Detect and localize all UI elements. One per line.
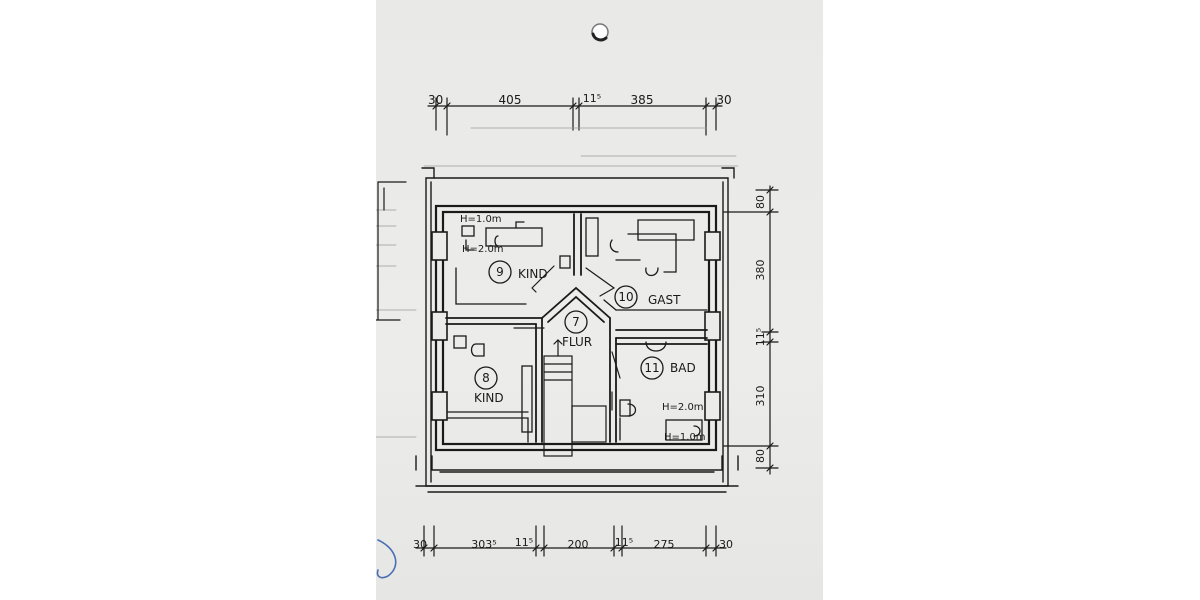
room-11-number: 11 [644,361,659,375]
room-10-number: 10 [618,290,633,304]
room-7-number: 7 [572,315,580,329]
construction-lines [376,127,739,438]
dim-bottom-0: 30 [413,538,427,551]
room-8-name: KIND [474,391,504,405]
dim-top-2: 11⁵ [583,92,601,105]
dimension-chain-bottom [415,525,727,557]
dim-bottom-5: 275 [654,538,675,551]
room-9-name: KIND [518,267,548,281]
room-7-name: FLUR [562,335,592,349]
dim-bottom-6: 30 [719,538,733,551]
room-8-number: 8 [482,371,490,385]
punch-hole [591,23,609,42]
room-11-name: BAD [670,361,696,375]
room-10-name: GAST [648,293,681,307]
dim-top-4: 30 [716,93,731,107]
dim-right-0: 80 [754,195,767,209]
room-11-furniture [619,341,703,441]
room-8-furniture [447,335,533,443]
interior-walls [445,213,708,443]
dim-bottom-1: 303⁵ [471,538,496,551]
dim-top-0: 30 [428,93,443,107]
dim-top-3: 385 [631,93,654,107]
note-bad-h1: H=2.0m [662,402,704,413]
left-margin-marks [376,181,407,321]
room-7-number-circle [564,310,588,334]
room-8-number-circle [474,366,498,390]
room-9-furniture [455,221,571,305]
dimension-chain-right [723,185,779,475]
note-bad-h2: H=1.0m [664,432,706,443]
paper-sheet: 30 405 11⁵ 385 30 80 380 11⁵ 310 80 30 3… [376,0,823,600]
blue-pen-mark [376,539,397,579]
dim-right-1: 380 [754,260,767,281]
room-9-number: 9 [496,265,504,279]
floor-plan: 30 405 11⁵ 385 30 80 380 11⁵ 310 80 30 3… [376,23,779,579]
staircase [543,339,607,457]
dim-right-2: 11⁵ [754,328,767,346]
door-swings [513,265,621,411]
wall-windows [431,231,721,421]
eave-outline [415,167,739,493]
dim-bottom-4: 11⁵ [615,536,633,549]
note-kind9-h2: H=2.0m [462,244,504,255]
dim-bottom-3: 200 [568,538,589,551]
room-10-number-circle [614,285,638,309]
dim-right-3: 310 [754,386,767,407]
note-kind9-h1: H=1.0m [460,214,502,225]
dim-top-1: 405 [499,93,522,107]
dim-bottom-2: 11⁵ [515,536,533,549]
dimension-chain-top [427,97,723,136]
room-9-number-circle [488,260,512,284]
room-10-furniture [585,217,708,311]
room-11-number-circle [640,356,664,380]
dim-right-4: 80 [754,449,767,463]
